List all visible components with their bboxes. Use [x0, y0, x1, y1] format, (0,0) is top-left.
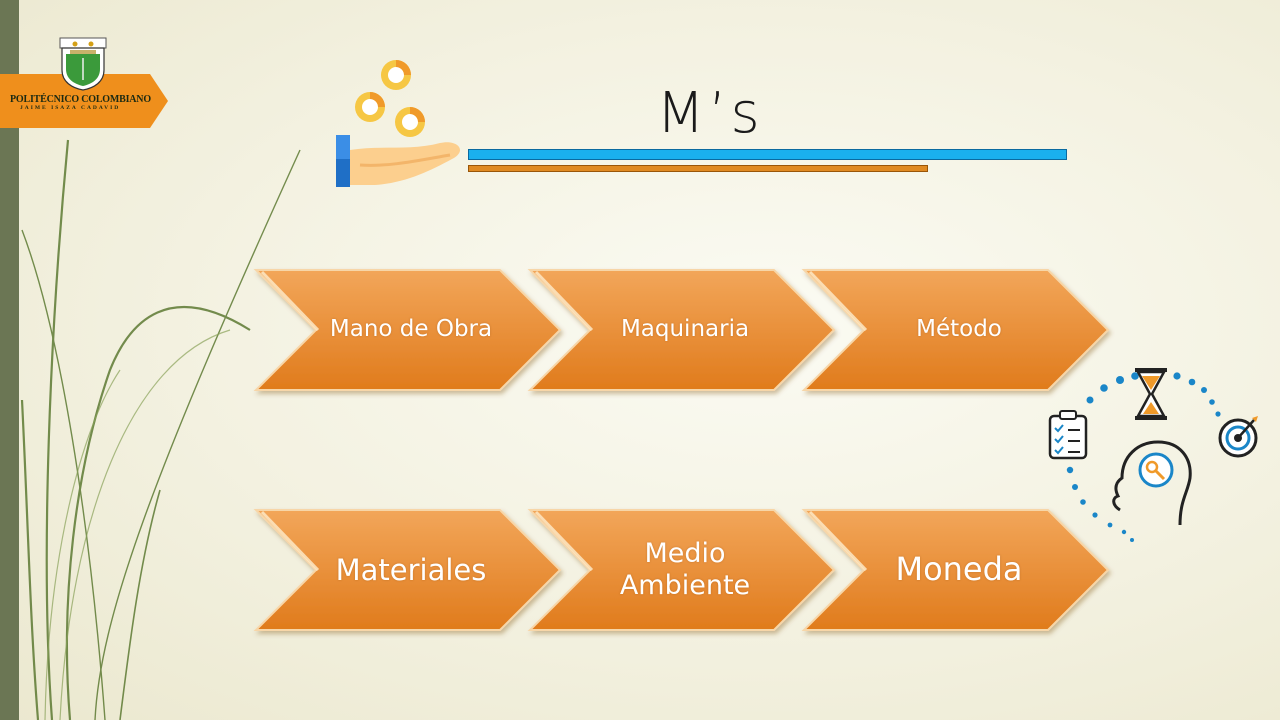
step-label-medio-ambiente: Medio Ambiente [619, 538, 751, 601]
coins-hand-icon [336, 60, 461, 187]
slide-title: M’s [656, 81, 764, 146]
step-label-maquinaria: Maquinaria [620, 316, 750, 343]
logo-subname: JAIME ISAZA CADAVID [20, 105, 121, 111]
step-label-metodo: Método [916, 316, 1002, 343]
head-icon [1112, 440, 1192, 526]
logo-shield-icon [59, 37, 107, 91]
title-underline-blue [468, 149, 1067, 160]
logo-name: POLITÉCNICO COLOMBIANO [10, 94, 151, 105]
grass-decoration [20, 139, 301, 720]
step-label-moneda: Moneda [895, 550, 1023, 589]
step-label-mano-de-obra: Mano de Obra [329, 316, 493, 343]
target-icon [1218, 416, 1258, 458]
step-label-materiales: Materiales [335, 552, 487, 587]
left-sidebar-bar [0, 0, 19, 720]
title-underline-orange [468, 165, 928, 172]
hourglass-icon [1135, 368, 1167, 420]
clipboard-icon [1048, 410, 1088, 460]
logo-banner [0, 74, 168, 128]
mind-productivity-icon [1048, 368, 1258, 542]
